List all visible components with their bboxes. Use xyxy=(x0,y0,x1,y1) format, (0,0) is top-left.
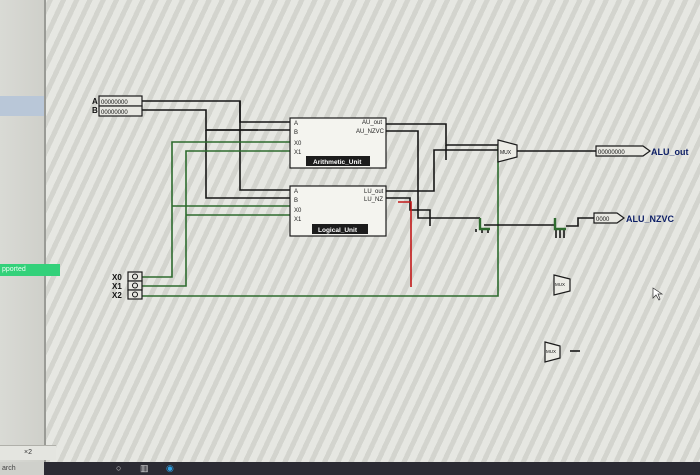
lu-port-x0: X0 xyxy=(294,208,302,214)
splitter-left[interactable] xyxy=(478,218,490,231)
input-a-bits: 00000000 xyxy=(101,100,128,106)
lu-title: Logical_Unit xyxy=(318,227,358,234)
arithmetic-unit[interactable]: A B X0 X1 AU_out AU_NZVC Arithmetic_Unit xyxy=(289,117,387,169)
input-b-label: B xyxy=(92,106,98,115)
input-a-label: A xyxy=(92,97,98,106)
output-alu-out[interactable]: 00000000 ALU_out xyxy=(595,145,689,157)
au-out-result: AU_out xyxy=(362,120,382,126)
mouse-cursor-icon xyxy=(652,287,664,301)
wires xyxy=(142,100,596,352)
floating-mux-1-label: MUX xyxy=(555,282,565,287)
alu-nzvc-bits: 0000 xyxy=(596,217,610,223)
input-x1-label: X1 xyxy=(112,282,122,291)
au-port-a: A xyxy=(294,121,298,127)
main-mux-label: MUX xyxy=(500,150,512,156)
status-text: pported xyxy=(2,266,26,273)
alu-nzvc-label: ALU_NZVC xyxy=(626,214,675,224)
taskbar-search-icon[interactable]: ○ xyxy=(116,463,122,473)
lu-port-a: A xyxy=(294,189,298,195)
input-x2-label: X2 xyxy=(112,291,122,300)
alu-out-bits: 00000000 xyxy=(598,150,625,156)
au-out-flags: AU_NZVC xyxy=(356,129,385,135)
floating-mux-1[interactable]: MUX xyxy=(553,274,571,296)
floating-mux-2-label: MUX xyxy=(546,349,556,354)
taskbar-search[interactable]: arch xyxy=(0,462,46,475)
left-panel xyxy=(0,0,46,462)
input-b-bits: 00000000 xyxy=(101,110,128,116)
lu-port-x1: X1 xyxy=(294,217,302,223)
output-alu-nzvc[interactable]: 0000 ALU_NZVC xyxy=(593,212,675,224)
au-title: Arithmetic_Unit xyxy=(313,159,362,166)
logical-unit[interactable]: A B X0 X1 LU_out LU_NZ Logical_Unit xyxy=(289,185,387,237)
au-port-x1: X1 xyxy=(294,150,302,156)
lu-port-b: B xyxy=(294,198,298,204)
lu-out-flags: LU_NZ xyxy=(364,197,383,203)
input-b[interactable]: B 00000000 xyxy=(92,105,143,117)
splitter-right[interactable] xyxy=(553,218,566,231)
floating-mux-2[interactable]: MUX xyxy=(544,341,561,363)
taskbar-search-text: arch xyxy=(2,465,16,472)
input-x2[interactable]: X2 xyxy=(112,289,143,300)
zoom-control[interactable]: ×2 xyxy=(0,445,56,460)
status-bar: pported xyxy=(0,264,60,276)
taskbar: ○ ▥ ◉ xyxy=(44,462,700,475)
au-port-b: B xyxy=(294,130,298,136)
main-mux[interactable]: MUX xyxy=(497,139,518,163)
taskbar-edge-icon[interactable]: ◉ xyxy=(166,463,174,473)
taskbar-taskview-icon[interactable]: ▥ xyxy=(140,463,149,473)
input-x0-label: X0 xyxy=(112,273,122,282)
selected-row[interactable] xyxy=(0,96,44,116)
zoom-value: ×2 xyxy=(24,449,32,456)
input-a[interactable]: A 00000000 xyxy=(92,95,143,107)
alu-out-label: ALU_out xyxy=(651,147,689,157)
au-port-x0: X0 xyxy=(294,141,302,147)
lu-out-result: LU_out xyxy=(364,189,384,195)
